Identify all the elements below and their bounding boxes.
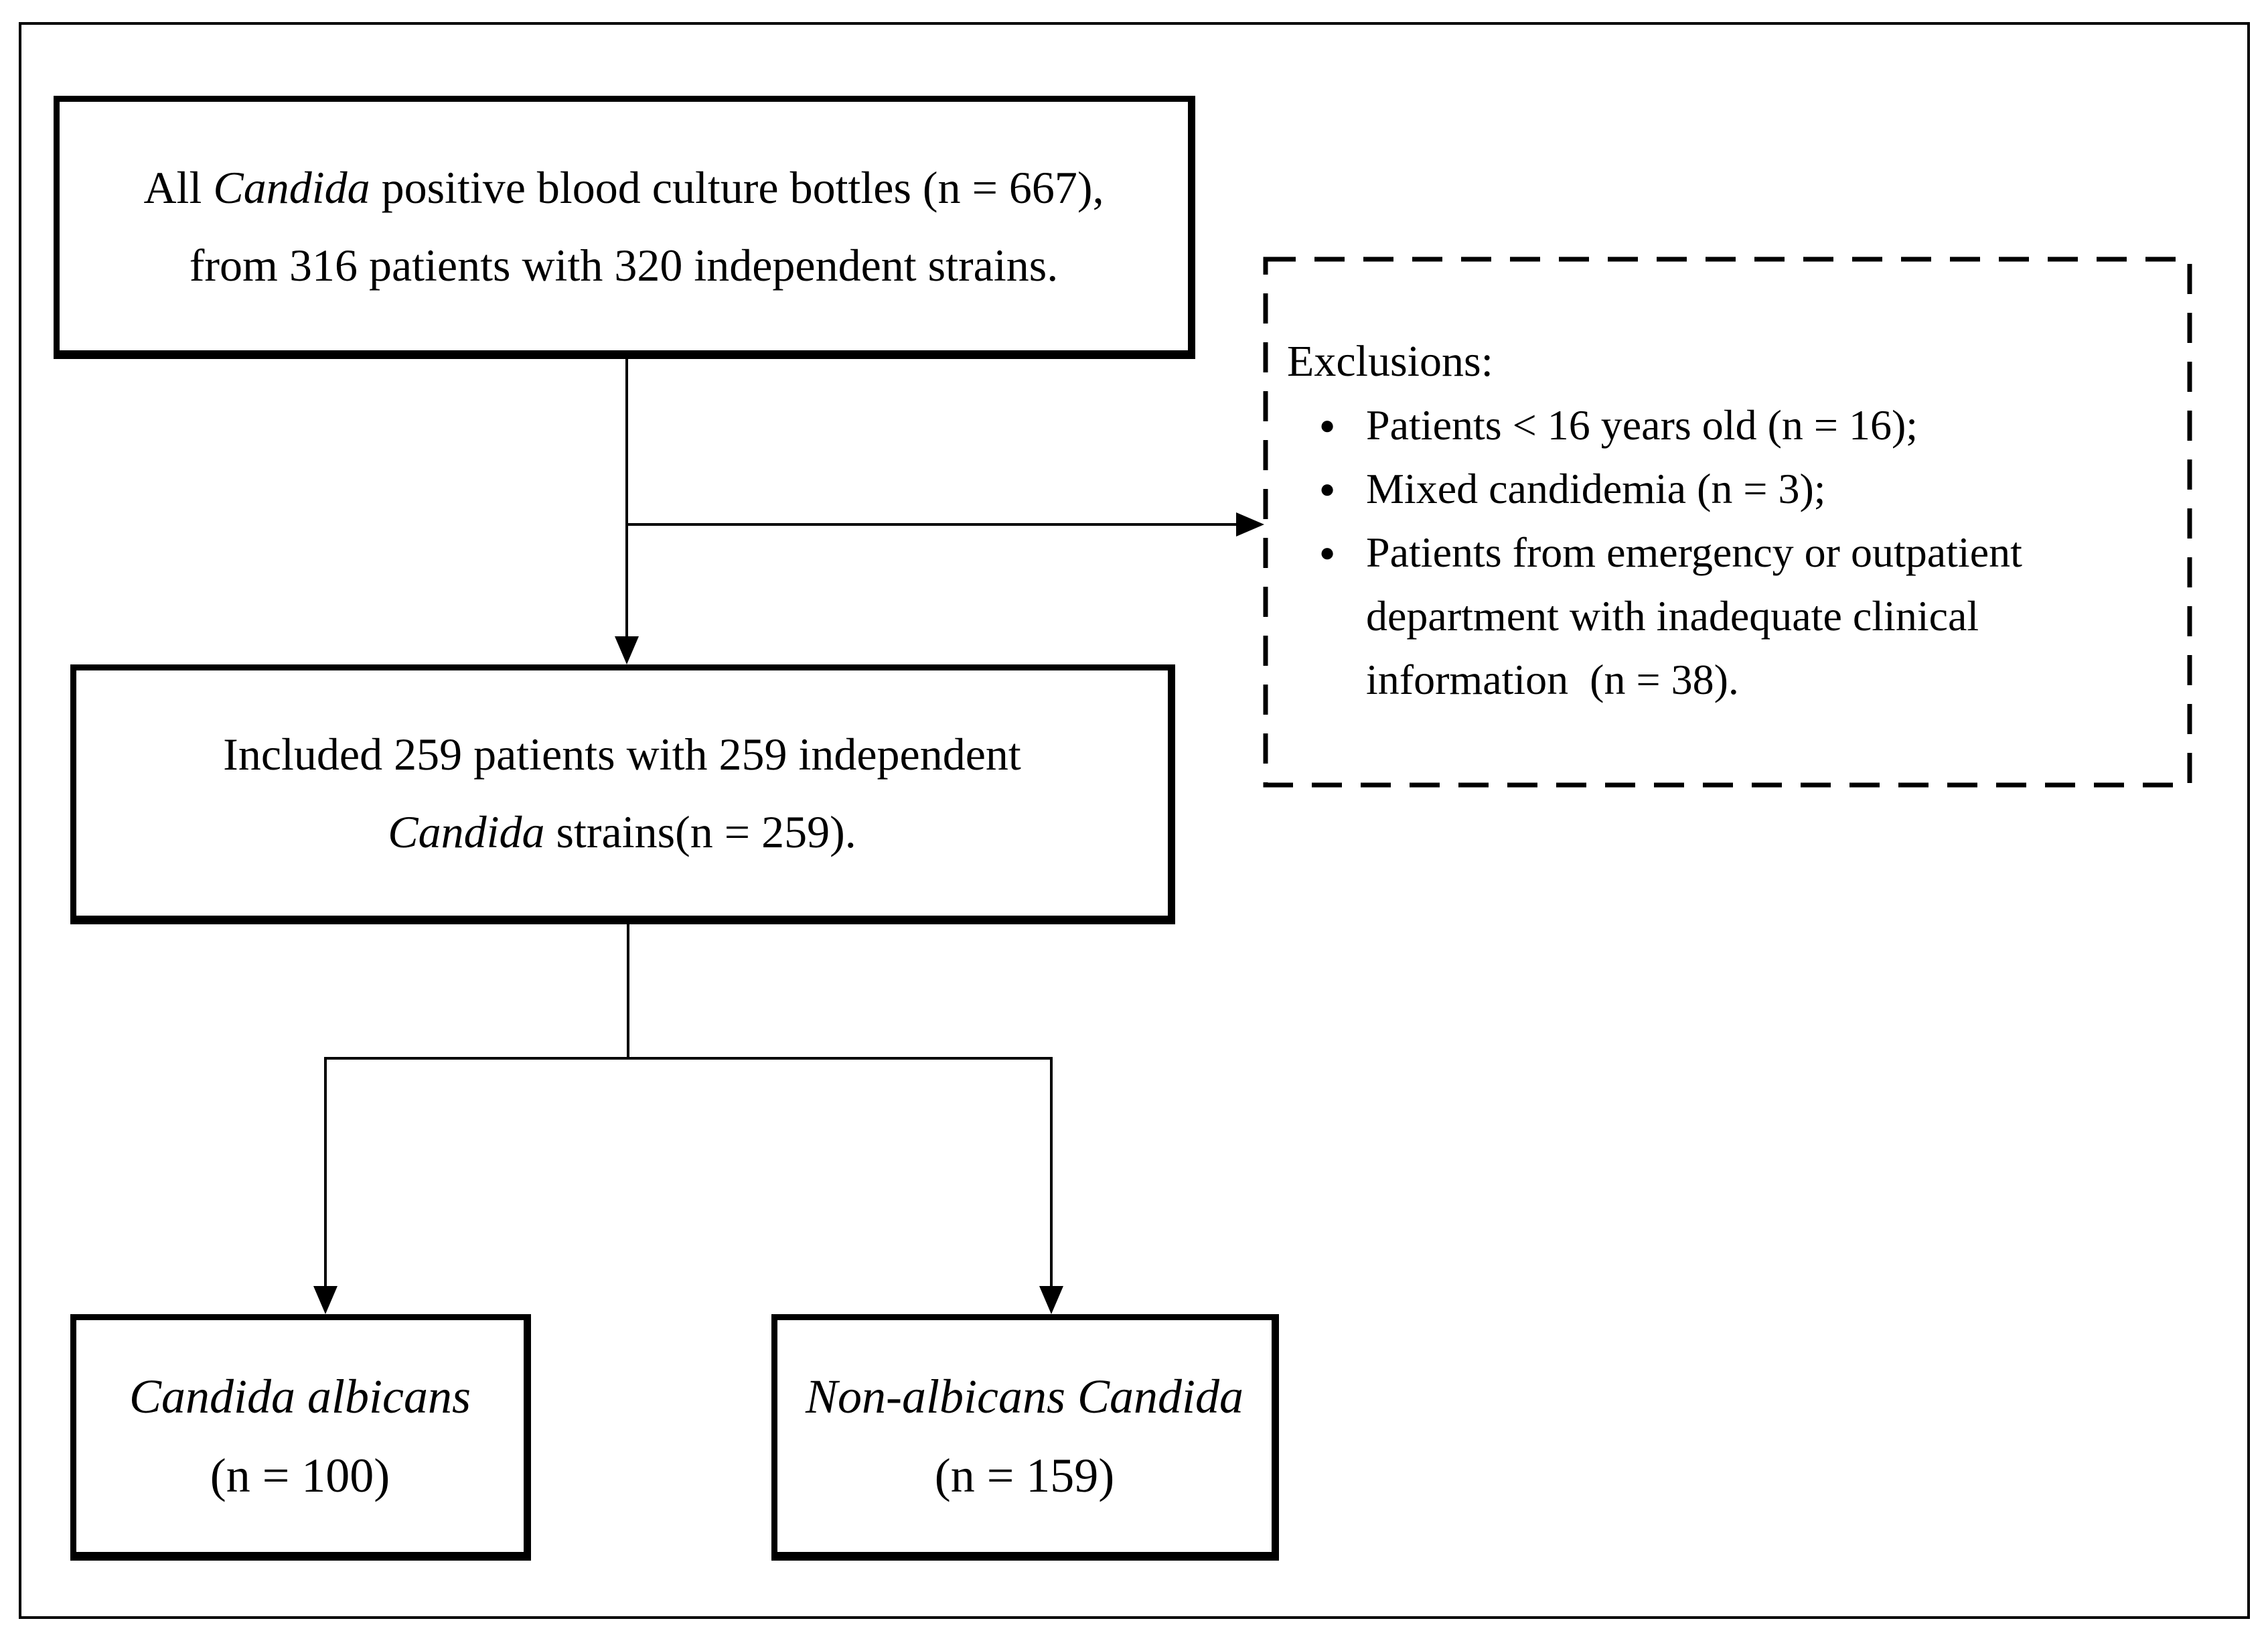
exclusion-item-text: Patients < 16 years old (n = 16); [1366,401,1918,449]
exclusions-dashed-border [1263,257,2192,788]
source-line2: from 316 patients with 320 independent s… [189,239,1059,291]
exclusion-item-text: Mixed candidemia (n = 3); [1366,465,1826,512]
source-line1-genus: Candida [213,161,370,213]
included-line2-post: strains(n = 259). [544,806,856,857]
source-line1: All Candida positive blood culture bottl… [143,149,1104,226]
figure-border [19,22,2250,1619]
included-line2: Candida strains(n = 259). [388,793,856,871]
node-included-patients: Included 259 patients with 259 independe… [70,664,1175,924]
stem-included-to-branch [325,924,1051,1060]
bullet-icon: ● [1319,410,1336,440]
arrow-to-exclusions [627,512,1264,537]
node-candida-albicans: Candida albicans (n = 100) [70,1314,531,1561]
albicans-count: (n = 100) [210,1449,390,1502]
arrow-source-to-included [615,359,639,664]
exclusions-title: Exclusions: [1287,337,1493,386]
non-albicans-name: Non-albicans Candida [805,1370,1243,1423]
source-line1-post: positive blood culture bottles (n = 667)… [370,161,1104,213]
exclusion-item: ● Patients from emergency or outpatient … [1319,520,2170,711]
node-exclusions: Exclusions: ● Patients < 16 years old (n… [1266,259,2190,785]
exclusion-item-text: Patients from emergency or outpatient de… [1366,528,2033,703]
node-source-population: All Candida positive blood culture bottl… [54,96,1195,359]
included-line1: Included 259 patients with 259 independe… [223,729,1021,780]
bullet-icon: ● [1319,474,1336,504]
exclusion-item: ● Patients < 16 years old (n = 16); [1319,393,2170,457]
albicans-name: Candida albicans [129,1370,471,1423]
source-line1-pre: All [143,161,214,213]
arrow-to-non-albicans [1039,1057,1063,1314]
non-albicans-count: (n = 159) [934,1449,1115,1502]
exclusion-item: ● Mixed candidemia (n = 3); [1319,457,2170,520]
included-line2-genus: Candida [388,806,545,857]
bullet-icon: ● [1319,537,1336,567]
node-non-albicans-candida: Non-albicans Candida (n = 159) [771,1314,1279,1561]
arrow-to-albicans [313,1057,337,1314]
